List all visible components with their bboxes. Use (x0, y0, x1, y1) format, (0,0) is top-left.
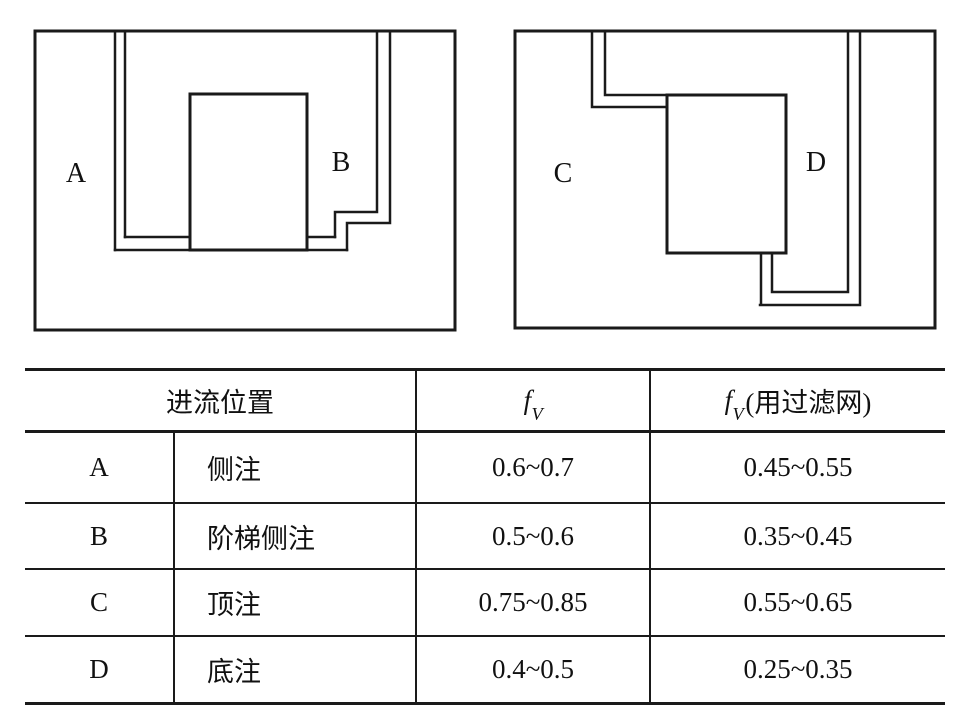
row-a-fv-filter: 0.45~0.55 (649, 433, 945, 504)
row-a-key: A (25, 433, 173, 504)
diagram-side-gating (33, 29, 457, 332)
row-b-name: 阶梯侧注 (173, 504, 415, 570)
header-fv-filter: fV (用过滤网) (649, 368, 945, 433)
row-b-key: B (25, 504, 173, 570)
top-gate-c (590, 29, 669, 109)
fv-filter-suffix: (用过滤网) (745, 388, 872, 418)
row-b-fv: 0.5~0.6 (415, 504, 649, 570)
row-c-fv: 0.75~0.85 (415, 570, 649, 637)
stepped-gate-b (333, 29, 392, 252)
mold-outline-left (33, 29, 457, 332)
row-c-fv-filter: 0.55~0.65 (649, 570, 945, 637)
diagram-top-bottom-gating (513, 29, 937, 330)
fv-filter-symbol: fV (724, 385, 744, 424)
header-inflow-position: 进流位置 (25, 368, 415, 433)
cavity-right (665, 93, 788, 255)
runner-left (113, 235, 349, 252)
flow-factor-table: 进流位置 fV fV (用过滤网) A 侧注 0.6~0.7 0.45~0.55… (25, 368, 945, 705)
header-fv: fV (415, 368, 649, 433)
label-d: D (806, 147, 826, 178)
sprue-a (113, 29, 127, 252)
label-b: B (332, 147, 351, 178)
row-d-fv: 0.4~0.5 (415, 637, 649, 705)
row-c-name: 顶注 (173, 570, 415, 637)
row-b-fv-filter: 0.35~0.45 (649, 504, 945, 570)
label-c: C (554, 158, 573, 189)
bottom-gate-d (758, 29, 862, 307)
mold-outline-right (513, 29, 937, 330)
label-a: A (66, 158, 87, 189)
gating-diagrams-svg: A B C D (33, 29, 937, 332)
row-a-name: 侧注 (173, 433, 415, 504)
row-a-fv: 0.6~0.7 (415, 433, 649, 504)
gating-diagrams: A B C D (0, 0, 967, 350)
row-d-name: 底注 (173, 637, 415, 705)
row-d-key: D (25, 637, 173, 705)
row-c-key: C (25, 570, 173, 637)
fv-symbol: fV (523, 385, 543, 424)
cavity-left (188, 92, 309, 252)
row-d-fv-filter: 0.25~0.35 (649, 637, 945, 705)
